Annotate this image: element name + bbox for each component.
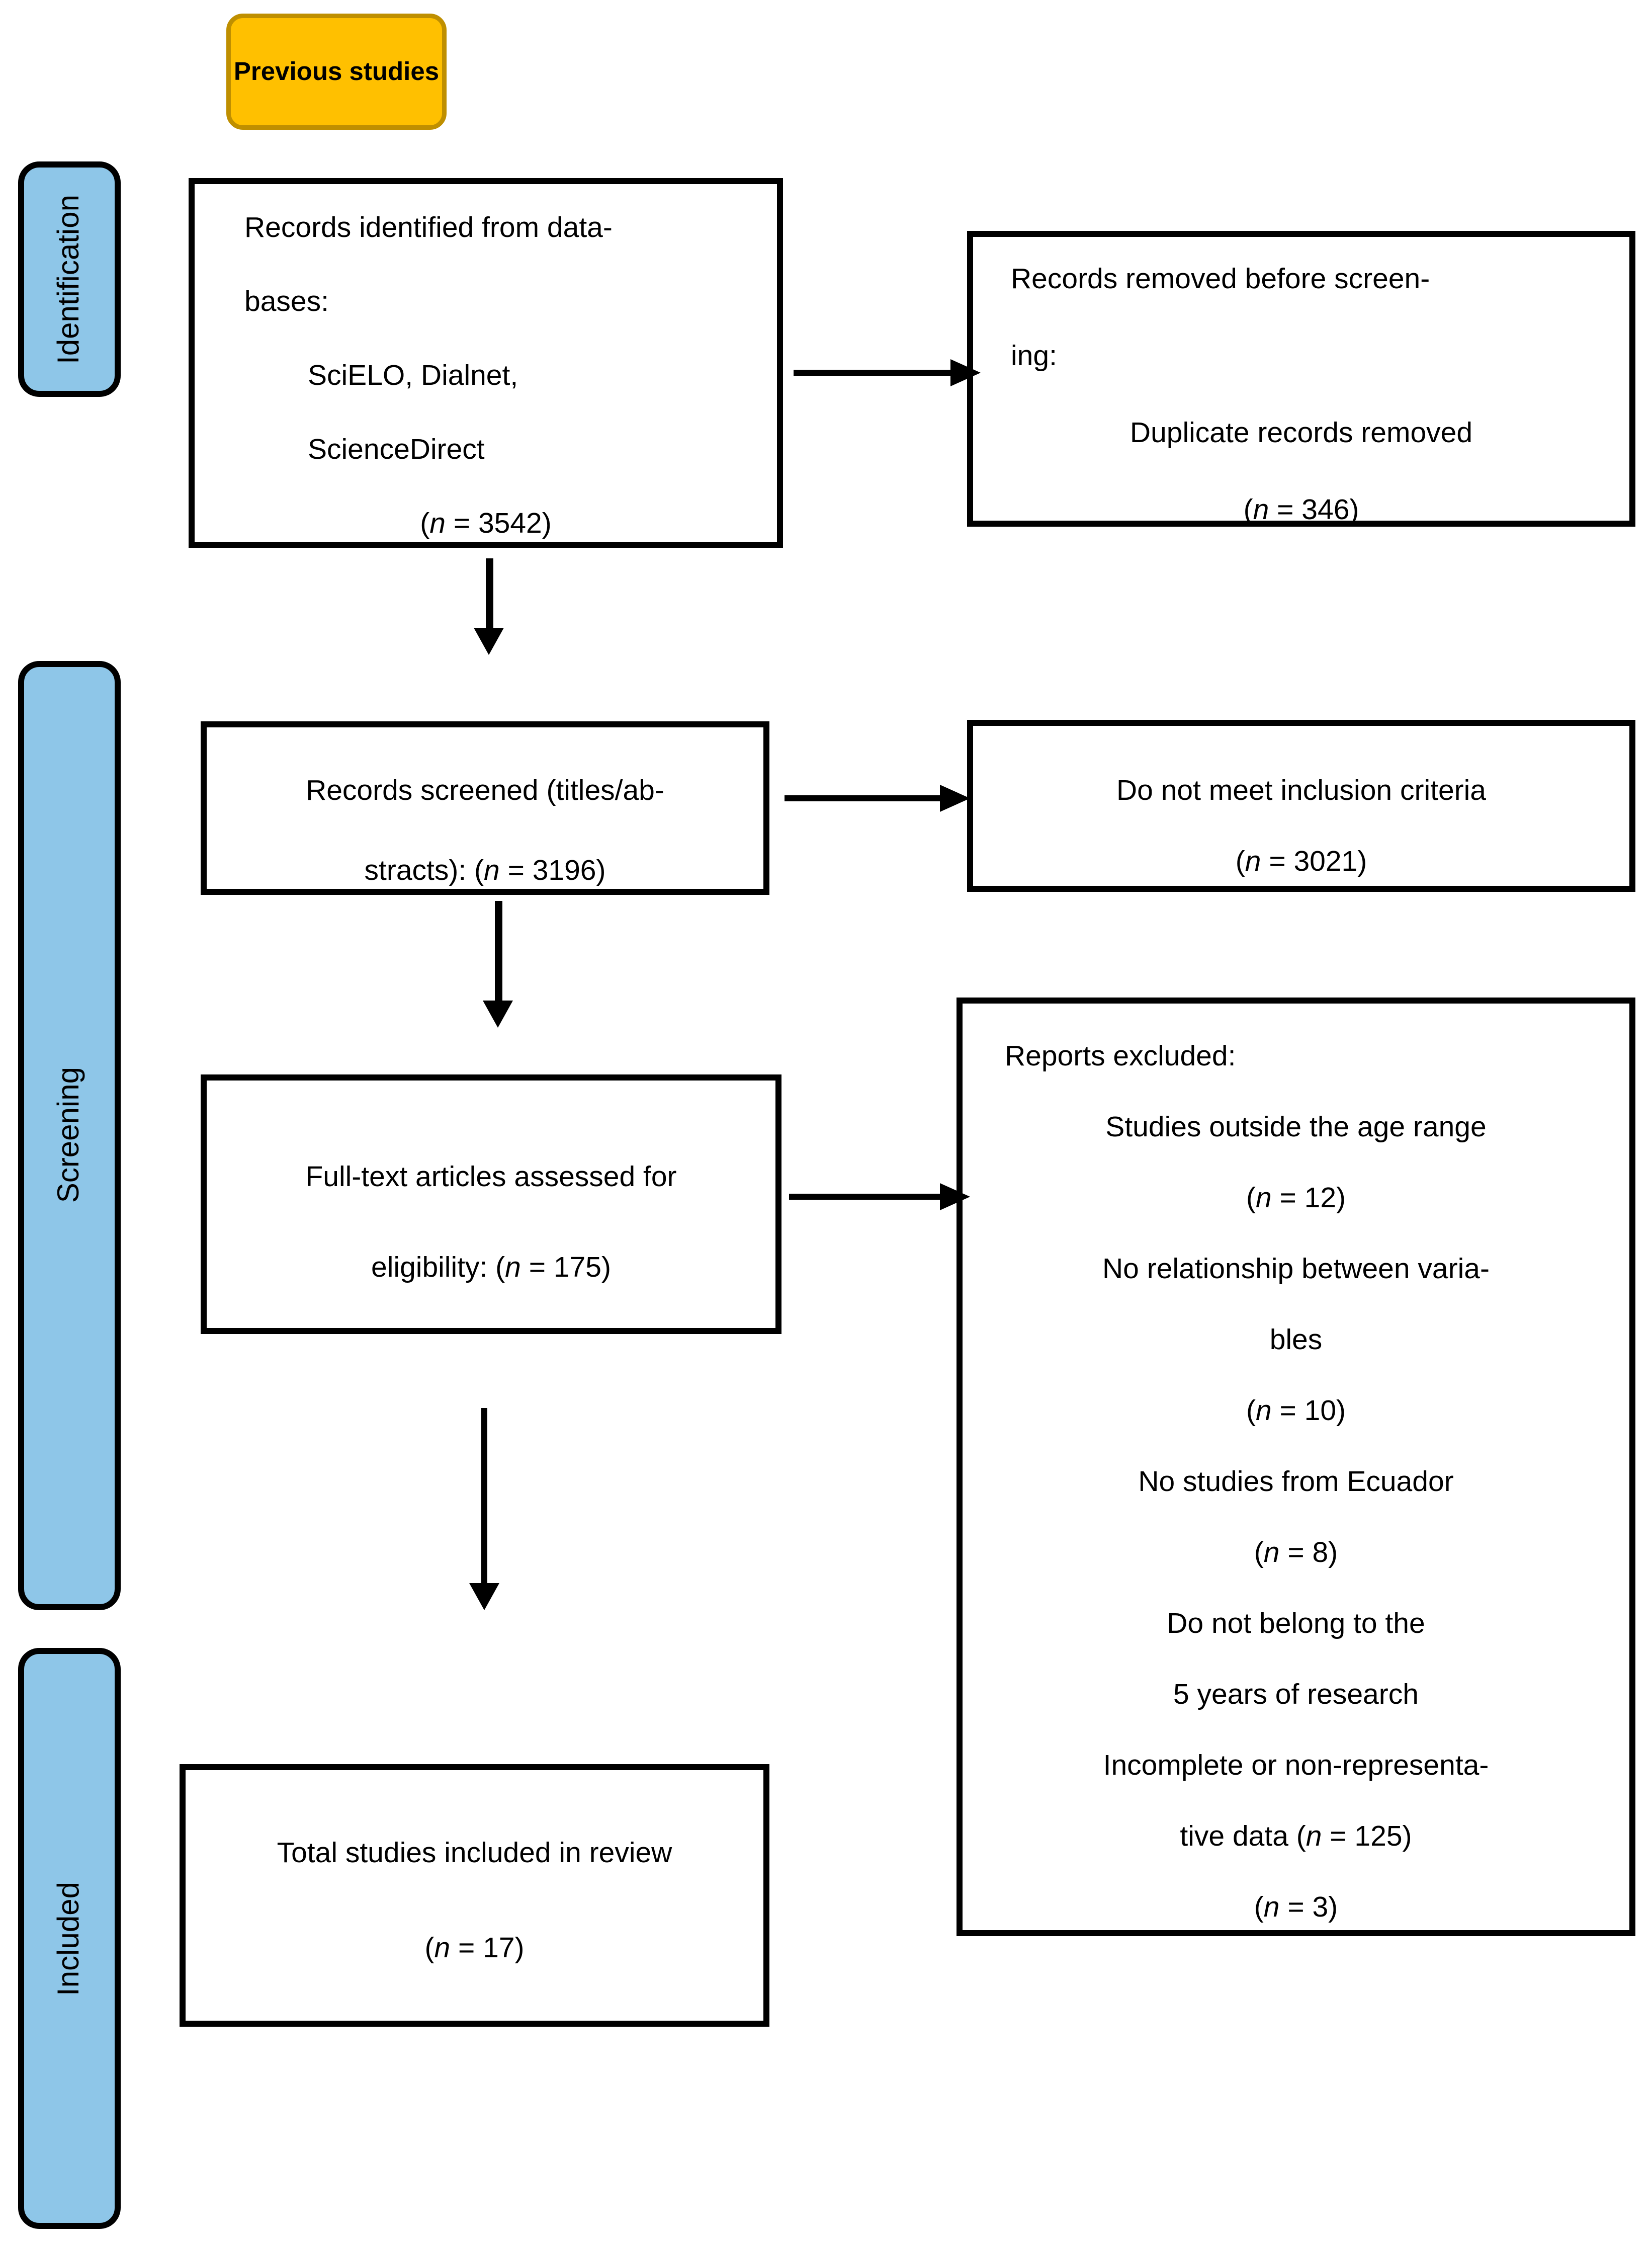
box-line: (n = 346) (1243, 495, 1359, 527)
arrow-shaft (785, 795, 940, 801)
box-line: (n = 8) (1254, 1538, 1338, 1569)
stage-label-screening: Screening (18, 661, 121, 1610)
box-fulltext-assessed: Full-text articles assessed for eligibil… (201, 1074, 781, 1334)
box-line: (n = 17) (424, 1933, 525, 1965)
arrow-head-down-icon (474, 628, 504, 655)
box-line: No studies from Ecuador (1138, 1467, 1454, 1499)
arrow-identified-to-removed (794, 359, 981, 386)
arrow-head-right-icon (940, 785, 970, 812)
arrow-fulltext-to-excluded (789, 1183, 970, 1210)
box-line: (n = 3) (1254, 1892, 1338, 1924)
box-line: (n = 10) (1246, 1396, 1346, 1428)
box-line: No relationship between varia- (1102, 1254, 1490, 1286)
box-line: bles (1269, 1325, 1323, 1357)
box-line: 5 years of research (1173, 1680, 1419, 1711)
arrow-head-right-icon (940, 1183, 970, 1210)
box-line: Records identified from data- (244, 213, 613, 244)
box-line: Reports excluded: (1005, 1041, 1236, 1073)
box-line: Do not belong to the (1167, 1609, 1425, 1640)
arrow-screened-to-notmeet (785, 785, 970, 812)
box-records-removed: Records removed before screen- ing: Dupl… (967, 231, 1635, 527)
box-line: Records screened (titles/ab- (306, 776, 664, 807)
box-records-identified: Records identified from data- bases: Sci… (189, 178, 783, 548)
box-line: Records removed before screen- (1011, 264, 1430, 296)
arrow-screened-to-fulltext (483, 901, 513, 1028)
arrow-head-right-icon (950, 359, 981, 386)
box-line: Incomplete or non-representa- (1103, 1751, 1489, 1782)
box-line: Duplicate records removed (1129, 418, 1473, 450)
box-line: SciELO, Dialnet, (308, 361, 518, 392)
arrow-head-down-icon (469, 1583, 499, 1610)
arrow-shaft (481, 1408, 487, 1583)
arrow-shaft (794, 370, 950, 376)
box-line: (n = 12) (1246, 1183, 1346, 1215)
box-line: bases: (244, 287, 329, 318)
previous-studies-badge: Previous studies (226, 14, 447, 130)
stage-label-text: Screening (52, 1067, 85, 1204)
box-line: Total studies included in review (277, 1838, 672, 1870)
box-do-not-meet-criteria: Do not meet inclusion criteria (n = 3021… (967, 720, 1635, 892)
stage-label-text: Identification (52, 194, 85, 364)
box-line: ing: (1011, 341, 1057, 373)
box-total-included: Total studies included in review (n = 17… (180, 1764, 769, 2027)
arrow-head-down-icon (483, 1001, 513, 1028)
stage-label-included: Included (18, 1648, 121, 2229)
box-line: tive data (n = 125) (1180, 1821, 1412, 1853)
arrow-identified-to-screened (474, 558, 504, 655)
box-line: Do not meet inclusion criteria (1116, 776, 1486, 807)
stage-label-text: Included (52, 1881, 85, 1996)
box-records-screened: Records screened (titles/ab- stracts): (… (201, 721, 769, 895)
box-line: (n = 3021) (1235, 847, 1367, 878)
arrow-fulltext-to-total (469, 1408, 499, 1610)
box-line: eligibility: (n = 175) (371, 1253, 611, 1284)
box-line: Studies outside the age range (1105, 1112, 1487, 1144)
box-line: ScienceDirect (308, 435, 485, 466)
arrow-shaft (485, 558, 493, 628)
box-line: stracts): (n = 3196) (364, 856, 606, 887)
box-line: (n = 3542) (420, 509, 552, 540)
arrow-shaft (494, 901, 502, 1001)
box-reports-excluded: Reports excluded: Studies outside the ag… (957, 998, 1635, 1936)
box-line: Full-text articles assessed for (305, 1162, 677, 1194)
arrow-shaft (789, 1194, 940, 1200)
stage-label-identification: Identification (18, 161, 121, 397)
